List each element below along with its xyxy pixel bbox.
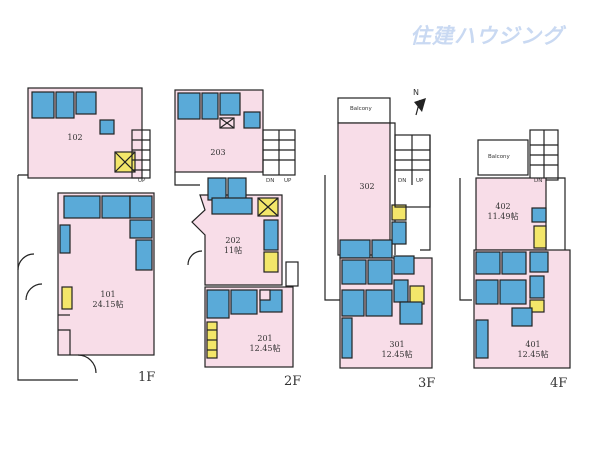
balcony-3f	[337, 97, 391, 124]
unit-302-label: 302	[359, 182, 375, 191]
stair-2f-up: UP	[284, 178, 292, 184]
brand-logo: 住建ハウジング	[410, 24, 564, 48]
floor-3f-plan	[324, 97, 433, 369]
floor-2f-plan	[174, 89, 299, 368]
balcony-4f-label: Balcony	[488, 154, 510, 160]
balcony-4f	[477, 139, 529, 176]
unit-101-storage	[61, 286, 73, 310]
unit-202-room	[191, 194, 283, 286]
floor-4f-plan	[459, 129, 571, 369]
floor-label-3f: 3F	[418, 376, 436, 391]
floor-1f-plan	[17, 87, 155, 381]
unit-102-bath	[31, 91, 55, 119]
compass-north-label: N	[413, 88, 419, 97]
stair-4f-down: DN	[534, 178, 543, 184]
unit-102-label: 102	[67, 133, 83, 142]
balcony-3f-label: Balcony	[350, 106, 372, 112]
north-compass-icon	[414, 98, 426, 116]
floor-label-2f: 2F	[284, 374, 302, 389]
unit-203-label: 203	[210, 148, 226, 157]
unit-102-toilet	[55, 91, 75, 119]
stair-2f-down: DN	[266, 178, 275, 184]
floor-label-4f: 4F	[550, 376, 568, 391]
unit-302-room	[337, 122, 391, 256]
floor-label-1f: 1F	[138, 370, 156, 385]
stair-3f-down: DN	[398, 178, 407, 184]
stair-3f-up: UP	[416, 178, 424, 184]
stair-1f-up: UP	[138, 178, 146, 184]
